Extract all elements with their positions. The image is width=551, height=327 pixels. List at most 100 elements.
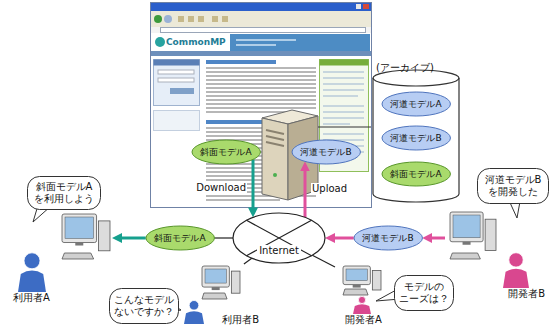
edge-label-holder: Download (195, 182, 247, 194)
archive-cylinder-outline (373, 78, 459, 86)
browser-screenshot (206, 68, 316, 112)
browser-screenshot (158, 70, 194, 74)
person-label: 開発者A (345, 314, 382, 326)
user-terminal-outline (75, 243, 83, 246)
archive-cylinder-outline (373, 70, 459, 202)
browser-screenshot (158, 78, 194, 82)
server-computer (273, 173, 277, 177)
browser-screenshot (206, 60, 276, 64)
model-ellipse-outline (382, 162, 450, 186)
user-terminal-outline (450, 212, 483, 242)
archive-cylinder: (アーカイブ) 河道モデルA 河道モデルB 斜面モデルA (372, 56, 460, 204)
server-computer (266, 130, 284, 146)
site-logo: CommonMP (166, 37, 226, 48)
browser-screenshot (155, 37, 165, 47)
model-ellipse-outline (192, 140, 260, 164)
delivery-arrow (116, 237, 146, 240)
model-name: 河道モデルB (300, 147, 351, 158)
user-terminal-outline (62, 214, 97, 243)
user-terminal-outline (202, 293, 227, 299)
speech-text: 河道モデルB を開発した (481, 174, 545, 198)
model-name: 斜面モデルA (200, 147, 251, 158)
edge-label-holder: Upload (311, 183, 348, 195)
person-label: 利用者B (222, 314, 259, 326)
browser-screenshot (206, 120, 266, 124)
edge-label: Upload (311, 183, 348, 195)
browser-screenshot (151, 51, 371, 56)
upload-arrow (304, 165, 307, 217)
speech-bubble: 斜面モデルA を利用しよう (27, 176, 101, 210)
person-label: 開発者B (508, 288, 545, 300)
model-ellipse-outline (292, 140, 360, 164)
user-terminal-outline (509, 253, 523, 267)
user-terminal-outline (463, 242, 471, 245)
internet-cloud: Internet (232, 212, 326, 264)
user-terminal-outline (62, 253, 94, 259)
user-terminal-outline (485, 219, 496, 250)
browser-screenshot (154, 60, 200, 66)
browser-screenshot (161, 28, 366, 33)
browser-screenshot (154, 15, 162, 23)
model-ellipse: 河道モデルA (381, 91, 451, 117)
model-ellipse: 河道モデルB (291, 139, 361, 165)
network-line (244, 258, 252, 264)
model-name: 河道モデルB (390, 133, 441, 144)
publish-arrow (329, 237, 354, 240)
speech-bubble: こんなモデル ないですか？ (109, 288, 179, 324)
user-terminal-outline (202, 266, 229, 287)
model-ellipse: 河道モデルB (353, 225, 423, 251)
label-holder: CommonMP (166, 37, 226, 48)
speech-bubble-outline (28, 177, 101, 210)
model-name: 河道モデルB (362, 233, 413, 244)
speech-text: モデルの ニーズは？ (398, 281, 450, 305)
user-terminal-outline (445, 212, 548, 300)
archive-heading: (アーカイブ) (376, 62, 434, 74)
network-label: Internet (257, 245, 301, 257)
speech-bubble-outline (395, 276, 454, 311)
speech-bubble-outline (110, 289, 179, 324)
browser-screenshot (170, 88, 194, 94)
download-arrow (252, 159, 255, 213)
user-terminal-outline (24, 253, 40, 269)
internet-cloud-outline (233, 213, 325, 263)
user-terminal-outline (10, 214, 112, 304)
user-terminal-outline (205, 269, 226, 283)
network-line (214, 237, 233, 238)
speech-text: こんなモデル ないですか？ (113, 294, 175, 318)
browser-screenshot (151, 3, 371, 11)
user-terminal: 開発者B (445, 212, 548, 300)
user-terminal-outline (343, 266, 370, 285)
user-terminal-outline (99, 221, 110, 251)
user-terminal: 利用者B (182, 264, 262, 326)
leader-line (318, 127, 371, 128)
browser-screenshot (151, 3, 372, 208)
user-terminal-outline (346, 269, 367, 281)
model-ellipse-outline (146, 226, 214, 250)
browser-screenshot (151, 3, 372, 208)
person-label: 利用者A (13, 292, 50, 304)
user-terminal-outline (189, 300, 199, 310)
model-ellipse: 斜面モデルA (191, 139, 261, 165)
model-ellipse: 斜面モデルA (381, 161, 451, 187)
speech-bubble-outline (478, 169, 549, 204)
browser-screenshot (356, 4, 361, 9)
user-terminal-outline (212, 287, 220, 290)
browser-screenshot (151, 11, 371, 27)
user-terminal-outline (343, 289, 368, 295)
network-line (312, 255, 335, 267)
user-terminal-outline (184, 311, 204, 324)
user-terminal-outline (353, 304, 371, 314)
user-terminal: 開発者A (335, 266, 392, 326)
browser-screenshot (151, 33, 371, 207)
user-terminal-outline (65, 217, 94, 239)
browser-screenshot (236, 40, 296, 45)
browser-screenshot (154, 60, 200, 106)
user-terminal-outline (353, 285, 361, 288)
server-computer (262, 118, 288, 200)
model-ellipse: 河道モデルB (381, 125, 451, 151)
user-terminal: 利用者A (10, 214, 112, 304)
model-ellipse-outline (382, 92, 450, 116)
